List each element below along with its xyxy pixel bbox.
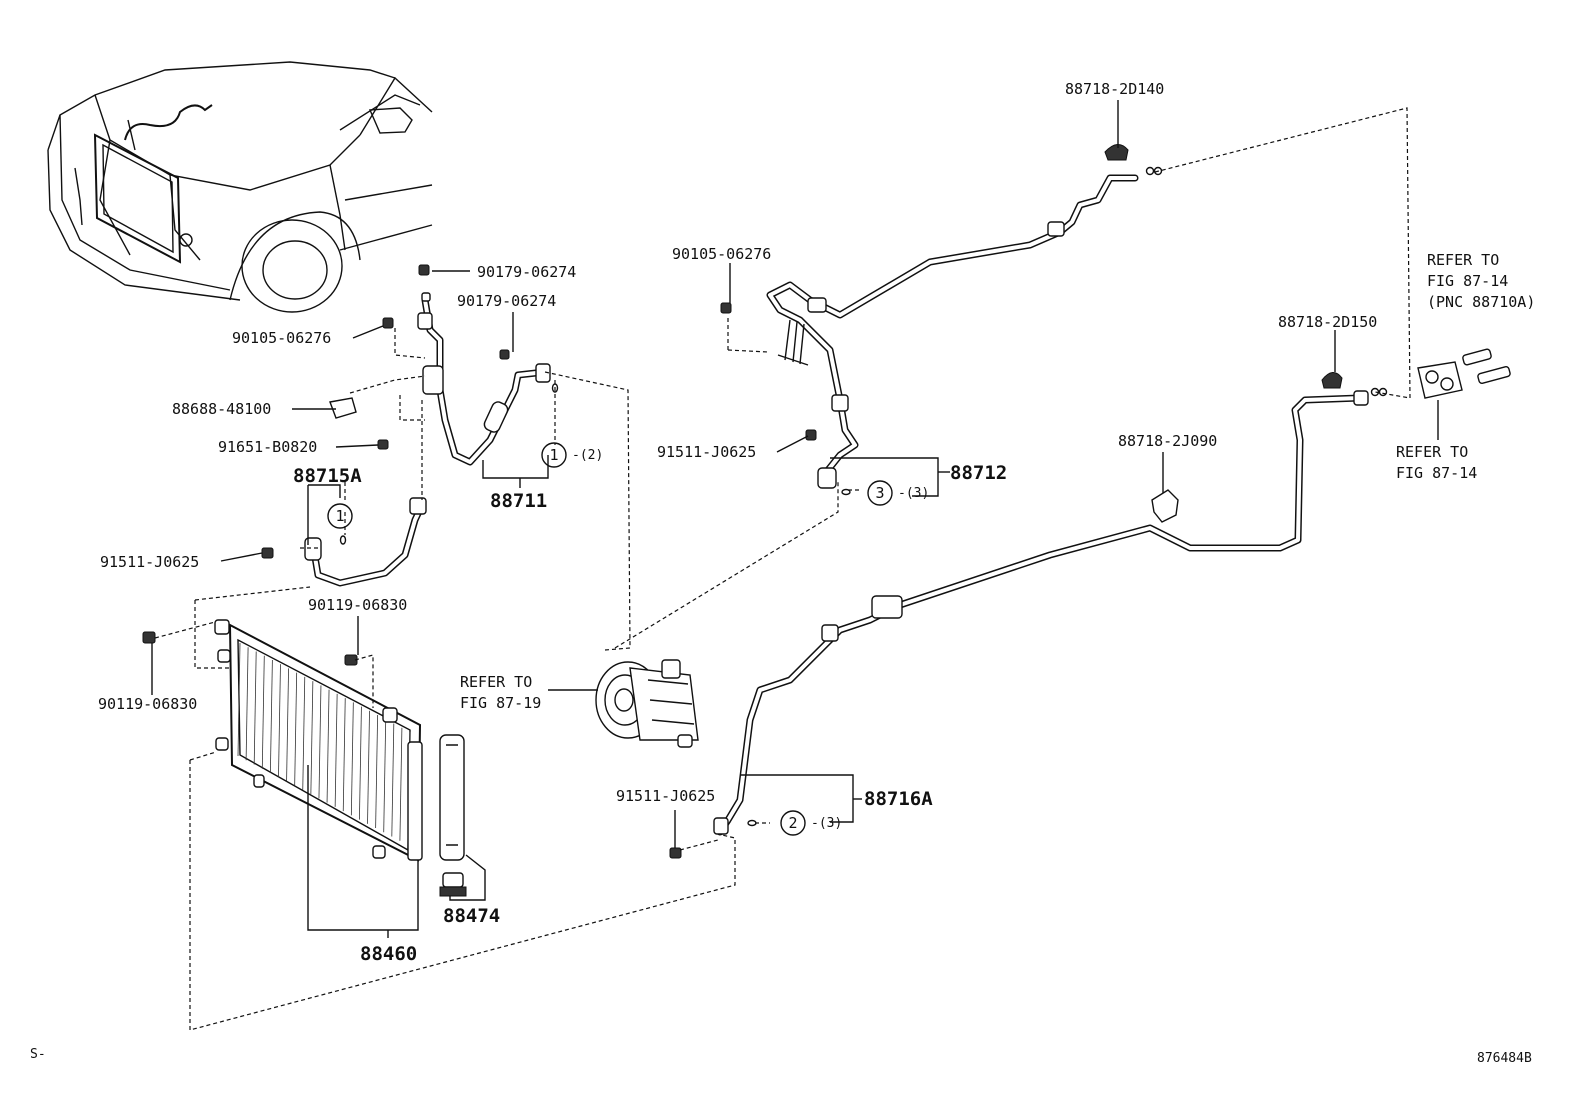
label-90179-06274-upper[interactable]: 90179-06274 bbox=[477, 263, 576, 281]
label-88718-2J090[interactable]: 88718-2J090 bbox=[1118, 432, 1217, 450]
callout-quantity: -(2) bbox=[572, 448, 603, 463]
cap-88718-2D150[interactable] bbox=[1321, 372, 1343, 389]
part-labels: 88718-2D140 90179-06274 90179-06274 9010… bbox=[98, 80, 1377, 965]
receiver-cap-88474[interactable] bbox=[439, 872, 467, 897]
condenser-fin bbox=[310, 681, 314, 795]
condenser-fin bbox=[367, 710, 370, 824]
label-90119-06830-lower[interactable]: 90119-06830 bbox=[98, 695, 197, 713]
corner-mark-left: S- bbox=[30, 1047, 46, 1062]
label-88715A[interactable]: 88715A bbox=[293, 465, 362, 487]
condenser-88460[interactable] bbox=[214, 619, 465, 862]
callout-quantity: -(3) bbox=[898, 486, 929, 501]
condenser-fin bbox=[245, 647, 249, 761]
label-88718-2D140[interactable]: 88718-2D140 bbox=[1065, 80, 1164, 98]
dashed-guides bbox=[154, 107, 1411, 1031]
callout-number: 3 bbox=[875, 484, 884, 502]
label-91511-J0625-left[interactable]: 91511-J0625 bbox=[100, 553, 199, 571]
condenser-fin bbox=[294, 672, 298, 786]
condenser-fin bbox=[342, 698, 346, 812]
label-91511-J0625-lower[interactable]: 91511-J0625 bbox=[616, 787, 715, 805]
condenser-fin bbox=[375, 715, 379, 829]
condenser-fin bbox=[302, 676, 306, 790]
callout-1-88711: 1 -(2) bbox=[541, 442, 603, 468]
condenser-fin bbox=[237, 642, 241, 757]
condenser-fin bbox=[334, 693, 338, 807]
label-88460[interactable]: 88460 bbox=[360, 943, 417, 965]
compressor[interactable] bbox=[595, 659, 699, 748]
condenser-fin bbox=[269, 659, 273, 773]
label-88718-2D150[interactable]: 88718-2D150 bbox=[1278, 313, 1377, 331]
refer-text-line-3: (PNC 88710A) bbox=[1427, 293, 1535, 311]
callout-number: 1 bbox=[549, 446, 558, 464]
condenser-fin bbox=[399, 727, 403, 841]
expansion-valve-block[interactable] bbox=[1417, 348, 1511, 399]
refer-text-line-1: REFER TO bbox=[1396, 443, 1468, 461]
discharge-hose-88711[interactable] bbox=[417, 264, 551, 466]
condenser-fin bbox=[286, 668, 289, 782]
label-88716A[interactable]: 88716A bbox=[864, 788, 933, 810]
label-90119-06830-upper[interactable]: 90119-06830 bbox=[308, 596, 407, 614]
label-91511-J0625-middle[interactable]: 91511-J0625 bbox=[657, 443, 756, 461]
callout-2-88716A: 2 -(3) bbox=[780, 810, 842, 836]
condenser-fin bbox=[359, 706, 362, 820]
label-90105-06276-right[interactable]: 90105-06276 bbox=[672, 245, 771, 263]
cap-88718-2D140[interactable] bbox=[1104, 144, 1129, 161]
callout-number: 2 bbox=[788, 814, 797, 832]
refer-fig-87-19[interactable]: REFER TO FIG 87-19 bbox=[460, 673, 541, 712]
condenser-fin bbox=[278, 664, 281, 778]
condenser-fin bbox=[391, 723, 395, 837]
label-88712[interactable]: 88712 bbox=[950, 462, 1007, 484]
callout-number: 1 bbox=[335, 507, 344, 525]
condenser-fin bbox=[318, 685, 322, 799]
callout-quantity: -(3) bbox=[811, 816, 842, 831]
refer-text-line-2: FIG 87-19 bbox=[460, 694, 541, 712]
condenser-fin bbox=[383, 719, 387, 833]
clamp-88718-2J090[interactable] bbox=[1151, 489, 1179, 523]
condenser-fin bbox=[350, 702, 354, 816]
suction-pipe-88712[interactable] bbox=[766, 166, 1163, 489]
refer-text-line-1: REFER TO bbox=[1427, 251, 1499, 269]
refer-text-line-1: REFER TO bbox=[460, 673, 532, 691]
liquid-pipe-88715A[interactable] bbox=[304, 497, 427, 587]
label-88711[interactable]: 88711 bbox=[490, 490, 547, 512]
refer-fig-87-14-pnc[interactable]: REFER TO FIG 87-14 (PNC 88710A) bbox=[1427, 251, 1535, 311]
condenser-fin bbox=[253, 651, 257, 765]
label-91651-B0820[interactable]: 91651-B0820 bbox=[218, 438, 317, 456]
callout-3-88712: 3 -(3) bbox=[867, 480, 929, 506]
label-90179-06274-lower[interactable]: 90179-06274 bbox=[457, 292, 556, 310]
leader-lines bbox=[151, 100, 1336, 938]
suction-pipe-88716A[interactable] bbox=[713, 387, 1388, 836]
refer-text-line-2: FIG 87-14 bbox=[1427, 272, 1508, 290]
callout-1-88715A: 1 bbox=[327, 503, 353, 529]
refer-text-line-2: FIG 87-14 bbox=[1396, 464, 1477, 482]
label-90105-06276-left[interactable]: 90105-06276 bbox=[232, 329, 331, 347]
label-88474[interactable]: 88474 bbox=[443, 905, 500, 927]
illustration-number: 876484B bbox=[1477, 1051, 1532, 1066]
o-ring-symbols bbox=[339, 383, 851, 827]
vehicle-illustration bbox=[47, 61, 433, 313]
label-88688-48100[interactable]: 88688-48100 bbox=[172, 400, 271, 418]
condenser-fin bbox=[326, 689, 330, 803]
condenser-fin bbox=[261, 655, 265, 769]
bolt-parts[interactable] bbox=[142, 302, 817, 859]
refer-fig-87-14[interactable]: REFER TO FIG 87-14 bbox=[1396, 400, 1477, 482]
